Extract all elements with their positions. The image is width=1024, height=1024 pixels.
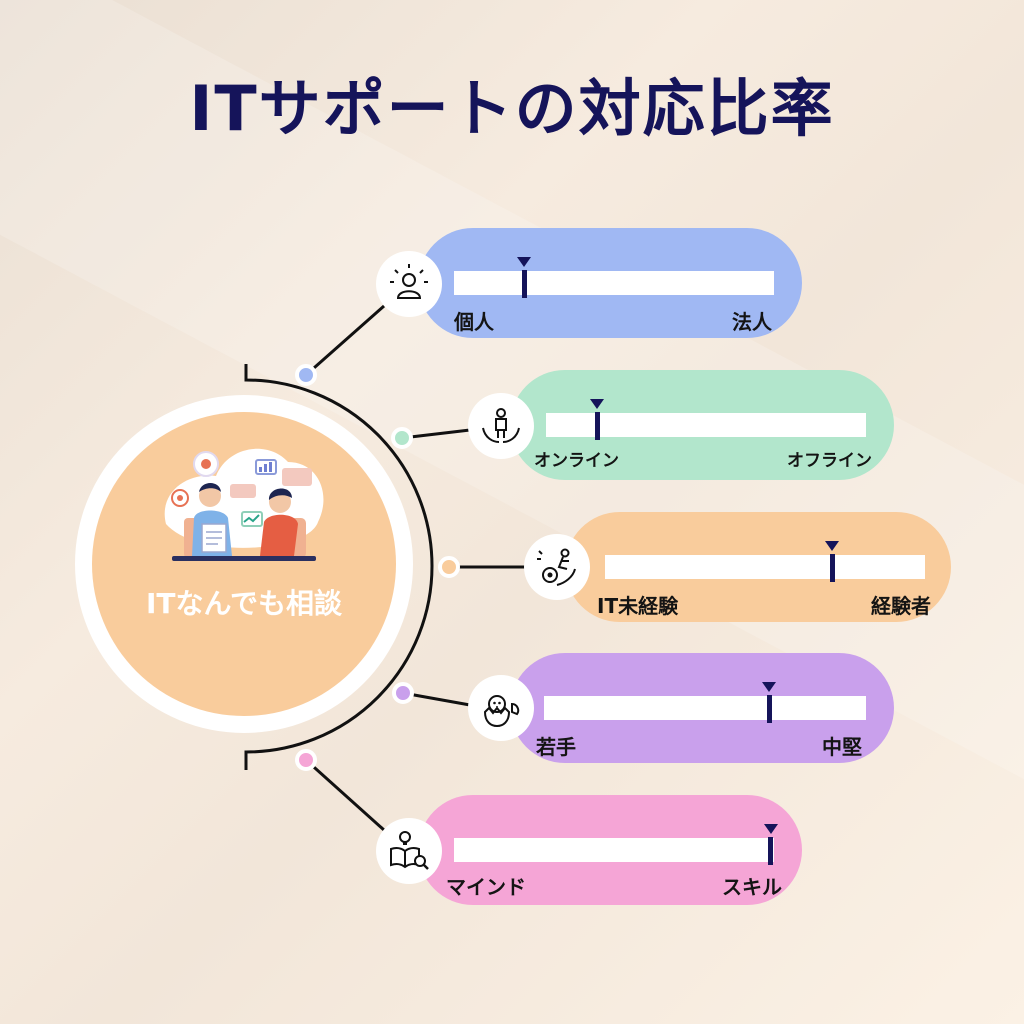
connector-line-4 — [402, 691, 471, 707]
scale-right-label-2: オフライン — [787, 451, 872, 471]
scale-card-1: 個人 法人 — [418, 228, 802, 338]
scale-marker-arrow-3 — [825, 541, 840, 551]
scale-left-label-2: オンライン — [534, 451, 619, 471]
scale-left-label-5: マインド — [446, 875, 526, 899]
hub-label: ITなんでも相談 — [145, 587, 343, 620]
scale-marker-arrow-5 — [763, 824, 778, 834]
person-sparkle-icon — [390, 264, 428, 299]
icon-badge-5 — [376, 818, 442, 884]
scale-left-label-3: IT未経験 — [597, 594, 679, 618]
scale-left-label-4: 若手 — [536, 735, 576, 759]
scale-right-label-4: 中堅 — [822, 735, 862, 759]
connector-dot-5 — [295, 749, 317, 771]
scale-card-5: マインド スキル — [418, 795, 802, 905]
scale-track-5 — [454, 838, 774, 862]
consultation-illustration-icon — [164, 448, 324, 561]
hatching-chick-icon — [483, 695, 520, 728]
scale-card-3: IT未経験 経験者 — [565, 512, 951, 622]
scale-card-4: 若手 中堅 — [510, 653, 894, 763]
icon-badge-4 — [468, 675, 534, 741]
icon-badge-2 — [468, 393, 534, 459]
scale-marker-5 — [768, 837, 774, 865]
hub-arc — [244, 364, 434, 770]
connector-line-5 — [304, 758, 386, 832]
growth-gear-icon — [537, 548, 576, 586]
book-lightbulb-icon — [390, 831, 429, 870]
scale-right-label-3: 経験者 — [871, 594, 931, 618]
scale-marker-arrow-1 — [517, 257, 532, 267]
scale-track-4 — [544, 696, 866, 720]
scale-marker-arrow-4 — [762, 682, 777, 692]
connector-dot-4 — [392, 682, 414, 704]
connector-dot-1 — [295, 364, 317, 386]
scale-right-label-1: 法人 — [732, 310, 772, 334]
scale-marker-3 — [829, 554, 835, 582]
connector-line-1 — [305, 304, 385, 377]
scale-track-1 — [454, 271, 774, 295]
scale-marker-1 — [521, 270, 527, 298]
icon-badge-3 — [524, 534, 590, 600]
scale-track-3 — [605, 555, 925, 579]
scale-right-label-5: スキル — [722, 875, 782, 899]
scale-card-2: オンライン オフライン — [510, 370, 894, 480]
icon-badge-1 — [376, 251, 442, 317]
connector-dot-3 — [438, 556, 460, 578]
scale-left-label-1: 個人 — [454, 310, 494, 334]
scale-marker-arrow-2 — [590, 399, 605, 409]
connector-dot-2 — [391, 427, 413, 449]
scale-marker-2 — [594, 412, 600, 440]
page-title: ITサポートの対応比率 — [189, 72, 835, 145]
scale-marker-4 — [766, 695, 772, 723]
hands-person-icon — [482, 408, 520, 443]
connector-line-2 — [401, 428, 471, 440]
